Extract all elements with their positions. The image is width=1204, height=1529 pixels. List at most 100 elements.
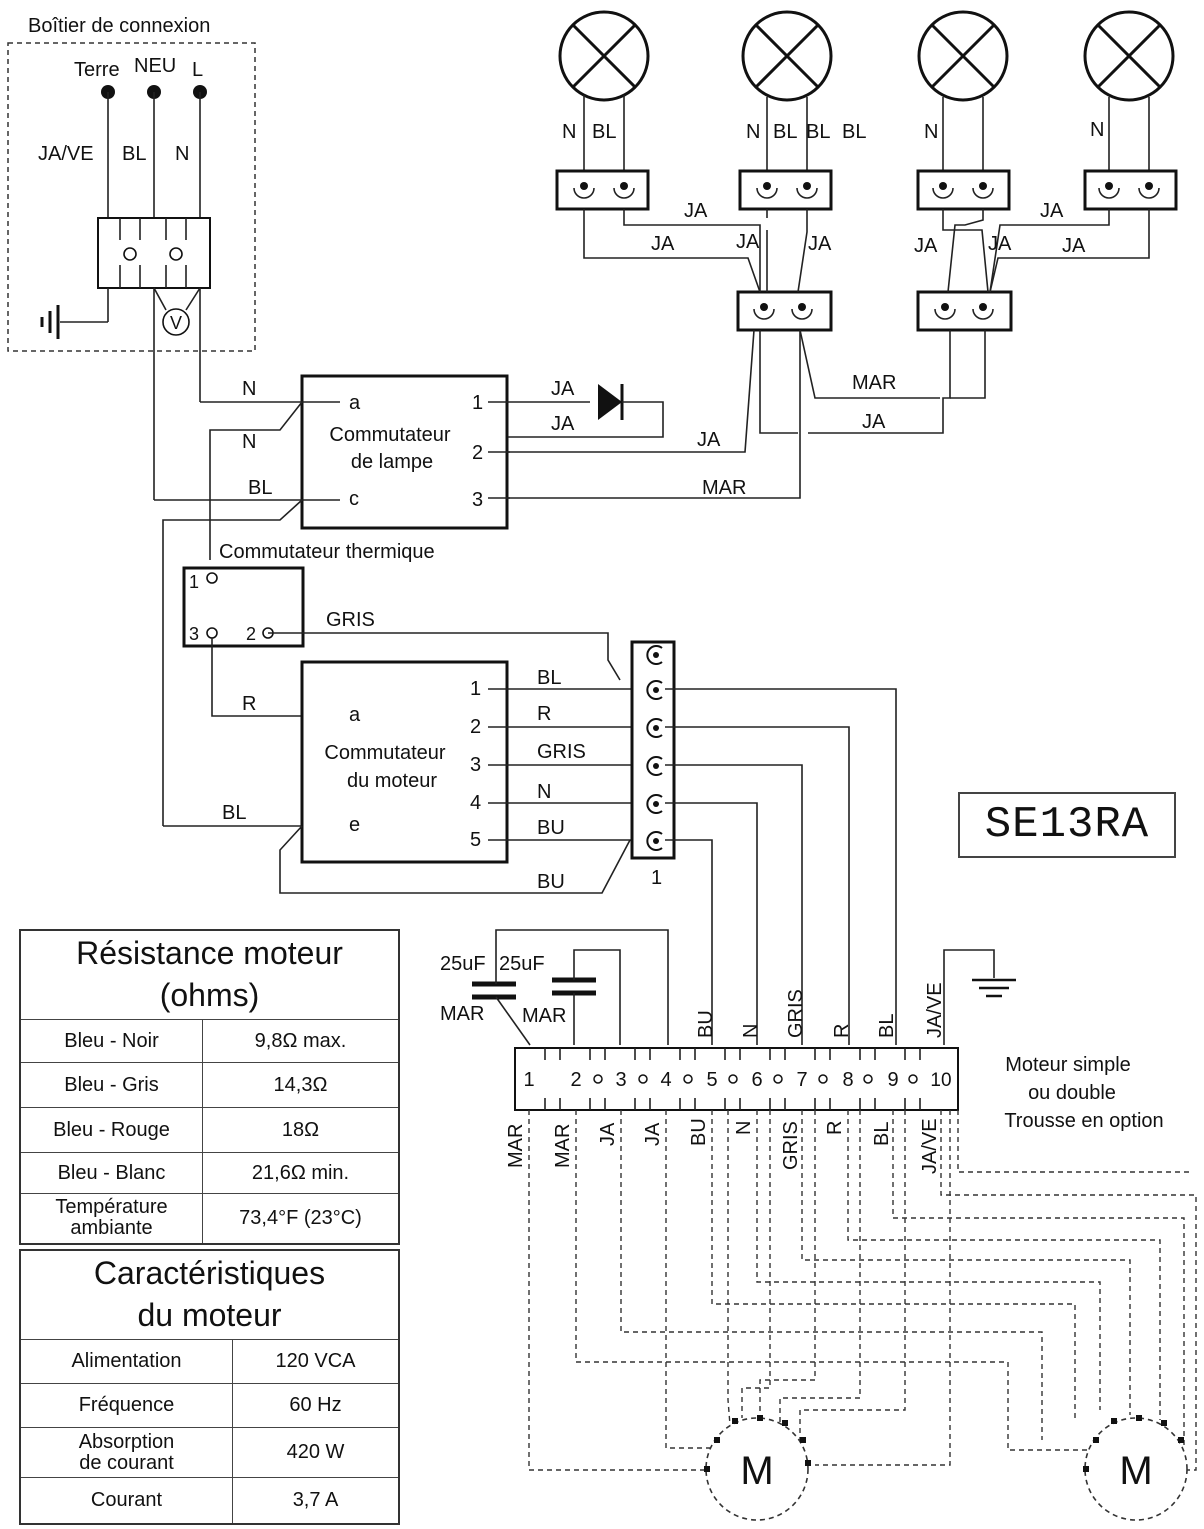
- table-cell-label: Fréquence: [19, 1383, 233, 1428]
- wire-label: N: [242, 378, 256, 400]
- wire-label: N: [537, 781, 551, 803]
- terminal-number: 10: [930, 1070, 951, 1091]
- diode-icon: [598, 384, 622, 420]
- wire-label: JA: [684, 200, 708, 222]
- pin-label: 4: [470, 792, 481, 814]
- wire-label: JA: [551, 413, 575, 435]
- pin-label: a: [349, 704, 361, 726]
- table-cell-value: 420 W: [232, 1427, 400, 1478]
- wire-label: N: [924, 121, 938, 143]
- pin-label: 2: [472, 442, 483, 464]
- terminal-number: 6: [751, 1069, 762, 1091]
- pin-label: 2: [470, 716, 481, 738]
- table-cell-value: 21,6Ω min.: [202, 1152, 400, 1194]
- wire-label: MAR: [852, 372, 896, 394]
- terminal-top-label: GRIS: [785, 989, 807, 1038]
- table-title-line: Caractéristiques: [93, 1255, 326, 1292]
- wire-label: JA: [914, 235, 938, 257]
- terminal-bottom-label: N: [733, 1121, 755, 1135]
- terminal-bottom-label: MAR: [505, 1124, 527, 1168]
- capacitor-value: 25uF: [499, 953, 545, 975]
- pin-label: 2: [246, 624, 256, 644]
- table-cell-label: Bleu - Rouge: [19, 1107, 203, 1153]
- table-cell-label: Alimentation: [19, 1339, 233, 1384]
- lamp-2-icon: [741, 10, 833, 102]
- terminal-number: 3: [615, 1069, 626, 1091]
- pin-label: 1: [472, 392, 483, 414]
- motor-2-icon: M: [1083, 1415, 1188, 1521]
- table-cell-label: Bleu - Blanc: [19, 1152, 203, 1194]
- terminal-number: 7: [796, 1069, 807, 1091]
- lamp-1-icon: [558, 10, 650, 102]
- wire-label: JA: [1062, 235, 1086, 257]
- pin-label: 3: [470, 754, 481, 776]
- wire-label: JA: [988, 233, 1012, 255]
- capacitor-1-icon: [472, 981, 516, 1000]
- capacitor-value: 25uF: [440, 953, 486, 975]
- lamp-switch-subtitle: de lampe: [351, 451, 433, 473]
- terminal-top-label: BL: [876, 1014, 898, 1038]
- resistance-table-title: Résistance moteur (ohms): [19, 929, 400, 1020]
- pin-label: a: [349, 392, 361, 414]
- wire-label-javel: JA/VE: [38, 143, 94, 165]
- terminal-bottom-label: JA/VE: [919, 1118, 941, 1174]
- lamp-3-icon: [917, 10, 1009, 102]
- terminal-bottom-label: R: [824, 1121, 846, 1135]
- wire-label: BL: [592, 121, 616, 143]
- motor-switch-subtitle: du moteur: [347, 770, 437, 792]
- terminal-number: 9: [887, 1069, 898, 1091]
- distribution-socket-2: [916, 290, 1013, 332]
- table-cell-label: Bleu - Gris: [19, 1062, 203, 1108]
- lamp-socket-4: [1083, 169, 1178, 211]
- wire-label: BU: [537, 871, 565, 893]
- wire-label: GRIS: [537, 741, 586, 763]
- table-title-line: Résistance moteur: [76, 935, 343, 972]
- wire-label: BL: [773, 121, 797, 143]
- table-cell-value: 3,7 A: [232, 1477, 400, 1524]
- motor-option-line2: ou double: [1028, 1082, 1116, 1104]
- table-cell-value: 14,3Ω: [202, 1062, 400, 1108]
- motor-table-title: Caractéristiques du moteur: [19, 1249, 400, 1340]
- terminal-number: 2: [570, 1069, 581, 1091]
- distribution-socket-1: [736, 290, 833, 332]
- lamp-switch: Commutateur de lampe a c 1 2 3 N N BL JA…: [154, 374, 746, 826]
- pin-label: 3: [189, 624, 199, 644]
- capacitor-2-icon: [552, 977, 596, 996]
- terminal-bottom-label: MAR: [552, 1124, 574, 1168]
- pin-label: 1: [189, 572, 199, 592]
- wire-label: MAR: [702, 477, 746, 499]
- motor-2-label: M: [1119, 1449, 1152, 1493]
- terminal-number: 5: [706, 1069, 717, 1091]
- capacitor-wire-label: MAR: [440, 1003, 484, 1025]
- connector-block: [97, 217, 211, 289]
- wire-label: BL: [222, 802, 246, 824]
- table-label-line: Température: [55, 1196, 168, 1219]
- lamps: N BL N BL BL BL N N JA JA JA JA JA JA JA…: [508, 10, 1178, 499]
- terminal-number: 8: [842, 1069, 853, 1091]
- motor-1-label: M: [740, 1449, 773, 1493]
- optional-wiring: [528, 1110, 1197, 1471]
- pin-label: 1: [470, 678, 481, 700]
- table-label-line: de courant: [79, 1451, 174, 1474]
- table-title-line: du moteur: [137, 1297, 282, 1333]
- pin-label: 3: [472, 489, 483, 511]
- terminal-bottom-label: JA: [597, 1122, 619, 1146]
- connector-strip: 1: [630, 640, 897, 1045]
- wire-label: N: [562, 121, 576, 143]
- table-cell-value: 73,4°F (23°C): [202, 1193, 400, 1244]
- wire-label: GRIS: [326, 609, 375, 631]
- capacitor-wire-label: MAR: [522, 1005, 566, 1027]
- terminal-label-neu: NEU: [134, 55, 176, 77]
- pin-label: c: [349, 488, 359, 510]
- terminal-bottom-label: BU: [688, 1118, 710, 1146]
- table-cell-value: 9,8Ω max.: [202, 1019, 400, 1063]
- voltmeter-icon: [162, 308, 190, 336]
- voltmeter-label: V: [170, 313, 182, 333]
- terminal-label-terre: Terre: [74, 59, 120, 81]
- motor-option-line3: Trousse en option: [1004, 1110, 1163, 1132]
- lamp-switch-title: Commutateur: [329, 424, 450, 446]
